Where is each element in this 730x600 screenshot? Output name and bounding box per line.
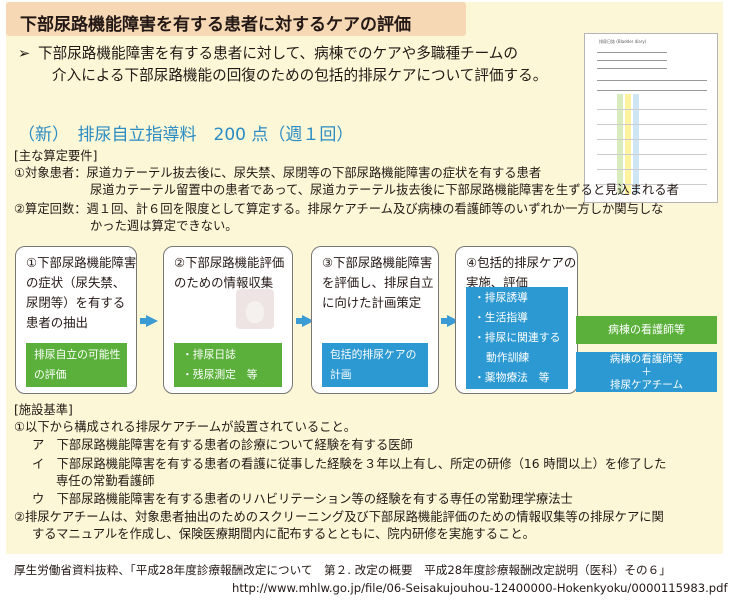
nurse-label: 病棟の看護師等 — [576, 316, 717, 344]
step-line: 実施、評価 — [466, 275, 528, 290]
step-line: ③下部尿路機能障害 — [322, 255, 433, 270]
step-line: を評価し、排尿自立 — [322, 275, 434, 290]
bullet-arrow-icon: ➢ — [18, 45, 31, 62]
box-line: ・薬物療法 等 — [474, 371, 550, 384]
facility-header: [施設基準] — [14, 403, 73, 417]
thumb-row-line — [597, 184, 707, 185]
thumb-line — [597, 80, 707, 81]
nurse-team-line-2: 排尿ケアチーム — [610, 379, 683, 391]
flow-arrow-icon — [140, 315, 158, 327]
step-2-green-box: ・排尿日誌 ・残尿測定 等 — [174, 343, 282, 387]
page-title: 下部尿路機能障害を有する患者に対するケアの評価 — [20, 15, 411, 35]
step-line: 患者の抽出 — [26, 315, 88, 330]
step-3-text: ③下部尿路機能障害 を評価し、排尿自立 に向けた計画策定 — [322, 253, 434, 313]
requirements-target-1: ①対象患者：尿道カテーテル抜去後に、尿失禁、尿閉等の下部尿路機能障害の症状を有す… — [14, 165, 541, 182]
box-line: 動作訓練 — [486, 351, 530, 364]
title-bar: 下部尿路機能障害を有する患者に対するケアの評価 — [6, 2, 466, 36]
nurse-team-line-1: 病棟の看護師等 — [609, 353, 684, 365]
thumb-line — [597, 60, 667, 61]
footer-source: 厚生労働省資料抜粋、「平成28年度診療報酬改定について 第２. 改定の概要 平成… — [14, 563, 671, 577]
thumb-row-line — [597, 139, 707, 140]
step-1-green-box: 排尿自立の可能性 の評価 — [26, 343, 127, 387]
requirements-count-2: かった週は算定できない。 — [90, 219, 238, 233]
step-line: ②下部尿路機能評価 — [174, 255, 285, 270]
requirements-header: [主な算定要件] — [14, 149, 98, 163]
requirements-target-2: 尿道カテーテル留置中の患者であって、尿道カテーテル抜去後に下部尿路機能障害を生ず… — [90, 183, 679, 197]
step-3-card: ③下部尿路機能障害 を評価し、排尿自立 に向けた計画策定 包括的排尿ケアの 計画 — [311, 246, 439, 394]
box-line: 包括的排尿ケアの — [330, 348, 417, 361]
step-2-text: ②下部尿路機能評価 のための情報収集 — [174, 253, 284, 293]
facility-item-2-line-1: ②排尿ケアチームは、対象患者抽出のためのスクリーニング及び下部尿路機能評価のため… — [14, 510, 664, 524]
thumb-row-line — [597, 154, 707, 155]
plus-sign: ＋ — [641, 366, 652, 378]
box-line: 排尿自立の可能性 — [34, 348, 121, 361]
step-1-card: ①下部尿路機能障害 の症状（尿失禁、 尿閉等）を有する 患者の抽出 排尿自立の可… — [15, 246, 137, 394]
step-line: のための情報収集 — [174, 275, 274, 290]
step-line: に向けた計画策定 — [322, 295, 422, 310]
box-line: ・排尿に関連する — [474, 331, 561, 344]
step-3-blue-box: 包括的排尿ケアの 計画 — [322, 343, 428, 387]
bladder-diary-thumbnail: 排尿日誌 (Bladder diary) — [584, 33, 718, 203]
thumb-line — [597, 68, 667, 69]
facility-item-u: ウ 下部尿路機能障害を有する患者のリハビリテーション等の経験を有する専任の常勤理… — [32, 492, 573, 506]
photo-figure — [246, 301, 264, 323]
footer-url[interactable]: http://www.mhlw.go.jp/file/06-Seisakujou… — [232, 581, 728, 595]
thumb-green-column — [617, 94, 623, 194]
thumb-row-line — [597, 109, 707, 110]
thumb-blue-column — [633, 94, 639, 194]
facility-item-1: ①以下から構成される排尿ケアチームが設置されていること。 — [14, 420, 357, 434]
thumbnail-title: 排尿日誌 (Bladder diary) — [599, 39, 647, 44]
fee-title: （新） 排尿自立指導料 200 点（週１回） — [18, 125, 354, 145]
requirements-count-1: ②算定回数：週１回、計６回を限度として算定する。排尿ケアチーム及び病棟の看護師等… — [14, 202, 664, 216]
thumb-line — [597, 52, 667, 53]
facility-item-i-1: イ 下部尿路機能障害を有する患者の看護に従事した経験を３年以上有し、所定の研修（… — [32, 457, 667, 471]
facility-item-2-line-2: するマニュアルを作成し、保険医療期間内に配布するとともに、院内研修を実施すること… — [32, 527, 535, 541]
nurse-team-label: 病棟の看護師等 ＋ 排尿ケアチーム — [576, 352, 717, 392]
facility-item-a: ア 下部尿路機能障害を有する患者の診療について経験を有する医師 — [32, 438, 413, 452]
facility-item-i-2: 専任の常勤看護師 — [56, 474, 155, 488]
bladder-scan-photo — [236, 289, 274, 329]
intro-line-1: 下部尿路機能障害を有する患者に対して、病棟でのケアや多職種チームの — [38, 45, 518, 62]
thumb-line — [597, 90, 707, 91]
step-line: 尿閉等）を有する — [26, 295, 126, 310]
step-4-text: ④包括的排尿ケアの 実施、評価 — [466, 253, 576, 293]
target-label: ①対象患者： — [14, 166, 87, 180]
box-line: ・排尿日誌 — [182, 348, 236, 361]
step-4-blue-box: ・排尿誘導 ・生活指導 ・排尿に関連する 動作訓練 ・薬物療法 等 — [466, 287, 568, 389]
step-1-text: ①下部尿路機能障害 の症状（尿失禁、 尿閉等）を有する 患者の抽出 — [26, 253, 136, 333]
intro-line-2: 介入による下部尿路機能の回復のための包括的排尿ケアについて評価する。 — [52, 67, 548, 84]
box-line: の評価 — [34, 368, 67, 381]
step-line: ④包括的排尿ケアの — [466, 255, 577, 270]
thumb-row-line — [597, 124, 707, 125]
box-line: ・排尿誘導 — [474, 291, 528, 304]
box-line: 計画 — [330, 368, 352, 381]
box-line: ・生活指導 — [474, 311, 528, 324]
target-text-1: 尿道カテーテル抜去後に、尿失禁、尿閉等の下部尿路機能障害の症状を有する患者 — [86, 166, 542, 180]
thumb-yellow-column — [625, 94, 631, 194]
thumb-row-line — [597, 169, 707, 170]
step-line: ①下部尿路機能障害 — [26, 255, 137, 270]
step-4-card: ④包括的排尿ケアの 実施、評価 ・排尿誘導 ・生活指導 ・排尿に関連する 動作訓… — [455, 246, 578, 394]
step-line: の症状（尿失禁、 — [26, 275, 126, 290]
box-line: ・残尿測定 等 — [182, 368, 258, 381]
